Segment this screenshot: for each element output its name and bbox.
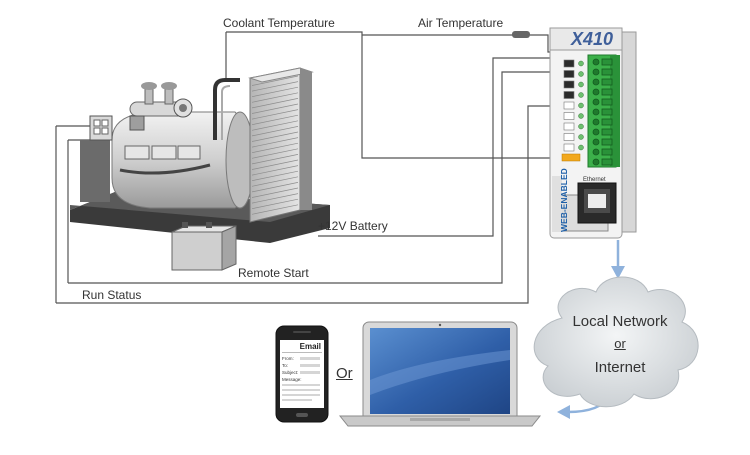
air-temperature-label: Air Temperature	[418, 16, 504, 30]
radiator-fin	[251, 86, 299, 98]
terminal-screw	[592, 138, 600, 146]
radiator-fin	[251, 137, 299, 148]
terminal-screw	[592, 78, 600, 86]
remote-start-wire	[68, 71, 592, 284]
device-led	[563, 143, 575, 152]
device-led	[563, 80, 575, 89]
device-led-indicator	[578, 102, 584, 109]
battery-wire	[318, 57, 592, 237]
terminal-screw	[592, 98, 600, 106]
network-cloud	[533, 276, 699, 408]
device-led-indicator	[578, 113, 584, 119]
radiator-fins	[251, 75, 299, 215]
terminal-slot	[601, 128, 613, 136]
device-led-indicator	[578, 81, 584, 88]
device-led	[563, 91, 575, 99]
terminal-screw	[592, 128, 600, 136]
radiator-fin	[251, 131, 299, 142]
laptop	[338, 321, 542, 427]
terminal-slot	[601, 138, 613, 146]
radiator-fin	[251, 142, 299, 154]
radiator-fin	[251, 204, 299, 215]
device-led	[563, 59, 575, 68]
terminal-slot	[601, 158, 613, 166]
device-led-indicator	[578, 71, 584, 77]
device-side-text: WEB-ENABLED	[559, 168, 569, 232]
terminal-slot	[601, 88, 613, 96]
cloud-line-1: Local Network	[572, 313, 668, 330]
run-status-label: Run Status	[82, 288, 142, 302]
device-led	[563, 101, 575, 110]
terminal-screw	[592, 148, 600, 156]
smartphone	[275, 325, 329, 423]
terminal-screw	[592, 88, 600, 96]
phone-field-to: To:	[282, 363, 288, 368]
radiator-fin	[251, 170, 299, 182]
radiator-fin	[251, 114, 299, 126]
or-label: Or	[336, 365, 353, 382]
radiator-fin	[251, 75, 299, 86]
phone-field-subject: Subject:	[282, 370, 298, 375]
radiator-fin	[251, 103, 299, 114]
generator	[70, 67, 330, 243]
coolant-wire	[226, 31, 598, 159]
power-indicator	[561, 153, 581, 162]
radiator-fin	[251, 165, 299, 176]
terminal-slot	[601, 78, 613, 86]
radiator-fin	[251, 120, 299, 131]
radiator-fin	[251, 187, 299, 198]
device-led	[563, 122, 575, 131]
terminal-slot	[601, 148, 613, 156]
battery-label: +12V Battery	[318, 219, 388, 233]
device-led-indicator	[578, 123, 584, 130]
terminal-screw	[592, 108, 600, 116]
radiator-fin	[251, 98, 299, 109]
radiator-fin	[251, 182, 299, 193]
device-leds	[561, 59, 584, 162]
radiator-fin	[251, 109, 299, 120]
coolant-temperature-label: Coolant Temperature	[223, 16, 335, 30]
device-led-indicator	[578, 60, 584, 67]
radiator-fin	[251, 92, 299, 103]
radiator-fin	[251, 176, 299, 187]
terminal-slot	[601, 68, 613, 76]
device-logo: X410	[570, 29, 613, 49]
arrow-device-to-cloud	[611, 240, 625, 279]
radiator-fin	[251, 148, 299, 159]
x410-device	[549, 27, 637, 239]
terminal-slot	[601, 98, 613, 106]
terminal-block	[592, 58, 613, 166]
device-port-label: Ethernet	[583, 177, 606, 183]
cloud-line-3: Internet	[594, 359, 646, 376]
cloud-line-2: or	[614, 336, 626, 351]
radiator-fin	[251, 126, 299, 137]
phone-header: Email	[300, 342, 321, 351]
terminal-screw	[592, 158, 600, 166]
phone-field-message: Message:	[282, 377, 302, 382]
radiator-fin	[251, 198, 299, 210]
terminal-slot	[601, 108, 613, 116]
device-led	[563, 133, 575, 141]
terminal-screw	[592, 58, 600, 66]
device-led	[563, 112, 575, 120]
terminal-screw	[592, 118, 600, 126]
battery	[171, 222, 237, 271]
air-temp-probe	[512, 31, 530, 38]
device-led-indicator	[578, 92, 584, 98]
remote-start-label: Remote Start	[238, 266, 309, 280]
radiator-fin	[251, 81, 299, 92]
radiator-fin	[251, 159, 299, 170]
phone-field-from: From:	[282, 356, 294, 361]
device-led	[563, 70, 575, 78]
radiator-fin	[251, 193, 299, 204]
device-led-indicator	[578, 134, 584, 140]
device-led-indicator	[578, 144, 584, 151]
terminal-slot	[601, 118, 613, 126]
terminal-screw	[592, 68, 600, 76]
radiator-fin	[251, 154, 299, 165]
terminal-slot	[601, 58, 613, 66]
